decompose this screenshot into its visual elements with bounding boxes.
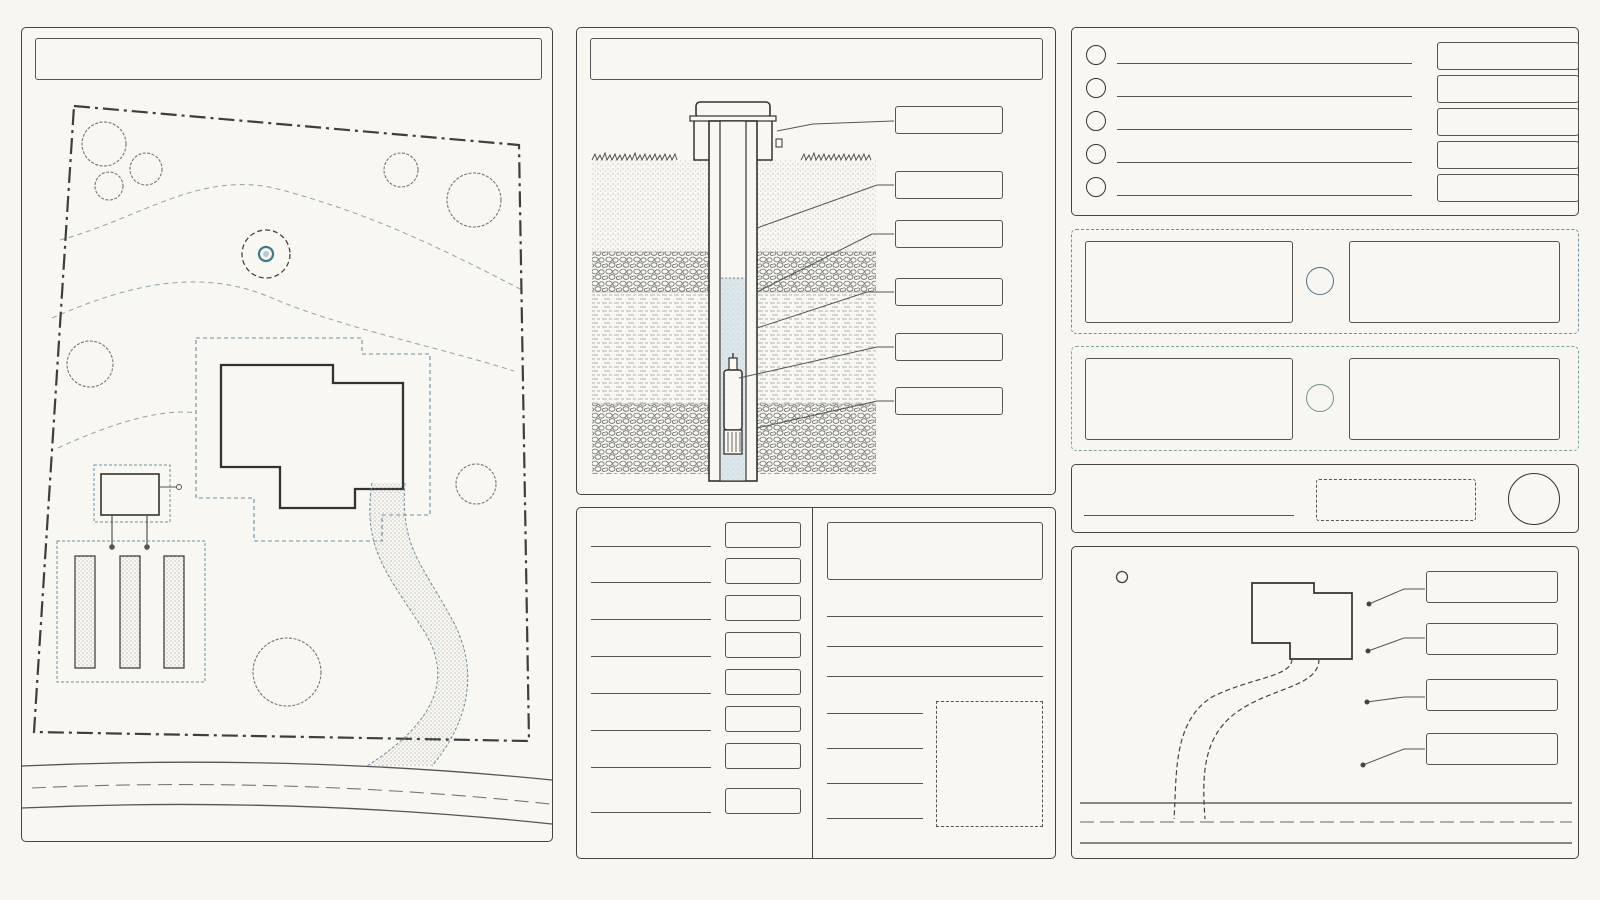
- spec-table-divider: [812, 508, 813, 858]
- spec-note-line: [827, 713, 923, 714]
- locator-callout-2: [1426, 623, 1558, 655]
- comparison-row: [1071, 346, 1579, 451]
- checkbox-circle-icon: [1086, 144, 1106, 164]
- checklist-item: [1086, 141, 1579, 169]
- summary-bar: [1071, 464, 1579, 533]
- spec-row: [591, 706, 803, 732]
- spec-row: [591, 669, 803, 695]
- checkbox-circle-icon: [1086, 45, 1106, 65]
- comparison-row: [1071, 229, 1579, 334]
- checklist-panel: [1071, 27, 1579, 216]
- checklist-item: [1086, 42, 1579, 70]
- spec-notes-header: [827, 522, 1043, 580]
- spec-note-line: [827, 616, 1043, 617]
- spec-note-line: [827, 676, 1043, 677]
- well-marker-icon: [241, 229, 291, 279]
- checklist-item: [1086, 174, 1579, 202]
- septic-tank-icon: [93, 464, 182, 550]
- house-footprint: [219, 363, 405, 510]
- locator-map-drawing: [1080, 570, 1572, 844]
- comparison-right-box: [1349, 358, 1560, 440]
- spec-row: [591, 595, 803, 621]
- site-plan-drawing: [21, 104, 553, 825]
- road: [1080, 802, 1572, 844]
- locator-callout-4: [1426, 733, 1558, 765]
- locator-map-panel: [1071, 546, 1579, 859]
- spec-table-panel: [576, 507, 1056, 859]
- well-callout-6: [895, 387, 1003, 415]
- spec-note-line: [827, 646, 1043, 647]
- site-plan-title: [35, 38, 542, 80]
- checkbox-circle-icon: [1086, 177, 1106, 197]
- checkbox-circle-icon: [1086, 78, 1106, 98]
- locator-callout-3: [1426, 679, 1558, 711]
- well-location-icon: [1115, 570, 1129, 584]
- comparison-circle-icon: [1306, 267, 1334, 295]
- contour-lines: [51, 184, 523, 449]
- submersible-pump-icon: [723, 353, 743, 455]
- well-section-panel: [576, 27, 1056, 495]
- well-callout-4: [895, 278, 1003, 306]
- spec-row: [591, 558, 803, 584]
- spec-row: [591, 522, 803, 548]
- leach-field: [56, 540, 206, 683]
- callout-dots: [1360, 601, 1372, 768]
- summary-text-line: [1084, 515, 1294, 516]
- well-callout-1: [895, 106, 1003, 134]
- spec-note-line: [827, 818, 923, 819]
- locator-callout-1: [1426, 571, 1558, 603]
- summary-field: [1316, 479, 1476, 521]
- checklist-item: [1086, 108, 1579, 136]
- tree-icons: [66, 121, 502, 707]
- driveway: [366, 482, 469, 767]
- comparison-left-box: [1085, 241, 1293, 323]
- well-callout-3: [895, 220, 1003, 248]
- summary-circle-icon: [1508, 473, 1560, 525]
- site-plan-panel: [21, 27, 553, 842]
- callout-leaders: [738, 120, 895, 429]
- property-boundary: [32, 104, 531, 743]
- ground-surface: [591, 151, 872, 162]
- driveway: [1173, 658, 1320, 820]
- well-cross-section: [591, 101, 895, 482]
- comparison-left-box: [1085, 358, 1293, 440]
- checkbox-circle-icon: [1086, 111, 1106, 131]
- road: [21, 761, 553, 825]
- spec-row: [591, 632, 803, 658]
- spec-note-line: [827, 783, 923, 784]
- comparison-right-box: [1349, 241, 1560, 323]
- spec-image-placeholder: [936, 701, 1043, 827]
- well-callout-2: [895, 171, 1003, 199]
- well-section-title: [590, 38, 1043, 80]
- comparison-circle-icon: [1306, 384, 1334, 412]
- well-callout-5: [895, 333, 1003, 361]
- spec-row: [591, 743, 803, 769]
- checklist-item: [1086, 75, 1579, 103]
- house-outline: [1251, 582, 1353, 660]
- callout-leaders: [1362, 588, 1425, 766]
- spec-note-line: [827, 748, 923, 749]
- spec-row: [591, 788, 803, 814]
